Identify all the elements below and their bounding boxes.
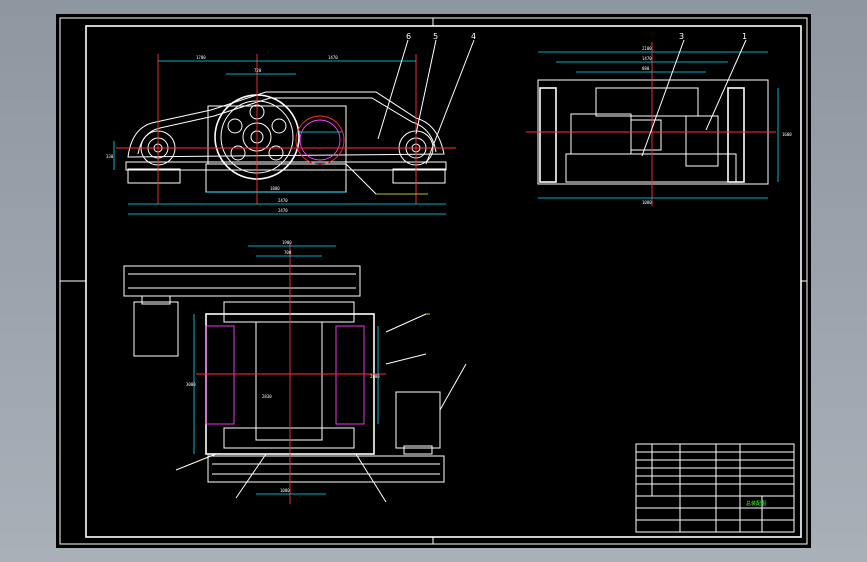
motor-body	[570, 113, 632, 155]
flywheel-hole-4	[230, 145, 246, 161]
plan-dim-f: 2830	[262, 394, 272, 399]
leader-1	[705, 39, 747, 131]
housing-top	[595, 87, 699, 117]
drawing-title: 总装配图	[746, 500, 766, 507]
plan-hopper	[255, 321, 323, 441]
plan-roller-left	[205, 325, 235, 425]
belt-guard-outline	[127, 91, 445, 158]
plan-motor-left	[133, 301, 179, 357]
right-motor-base	[392, 168, 446, 184]
outer-border	[59, 17, 808, 545]
side-dim-c: 880	[642, 66, 650, 71]
plan-dim-e: 1080	[280, 488, 290, 493]
plan-belt-guard-bottom	[207, 455, 445, 483]
balloon-6: 6	[406, 32, 411, 41]
plan-dim-a: 1900	[282, 240, 292, 245]
flywheel-hole-2	[271, 118, 287, 134]
front-dim-1: 1700	[196, 55, 206, 60]
leader-5	[415, 39, 437, 135]
plan-dim-b: 700	[284, 250, 292, 255]
front-dim-4: 2470	[278, 198, 288, 203]
drawing-canvas: 1700 720 1470 2470 2470 1880 330 6 5 4	[59, 17, 808, 545]
leader-6	[377, 39, 409, 140]
side-dim-b: 1470	[642, 56, 652, 61]
bearing-block	[685, 115, 719, 167]
roller-inner	[299, 119, 341, 161]
balloon-5: 5	[433, 32, 438, 41]
callout-leader-1	[385, 313, 427, 333]
drawing-sheet: 1700 720 1470 2470 2470 1880 330 6 5 4	[56, 14, 811, 548]
plan-dim-c: 3000	[186, 382, 196, 387]
motor-endcap	[630, 119, 662, 151]
callout-leader-4	[175, 453, 217, 471]
balloon-1: 1	[742, 32, 747, 41]
callout-leader-5	[235, 453, 267, 499]
leader-4	[425, 39, 475, 165]
base-frame	[125, 161, 447, 171]
side-view: 2100 1470 880 1600 1080 3 1	[526, 32, 792, 206]
balloon-3: 3	[679, 32, 684, 41]
flywheel-hole-5	[227, 118, 243, 134]
plan-belt-guard-top	[123, 265, 361, 297]
balloon-4: 4	[471, 32, 476, 41]
plan-bearing-top	[223, 301, 355, 323]
callout-leader-6	[355, 453, 387, 503]
side-dim-d: 1600	[782, 132, 792, 137]
front-dim-7: 330	[106, 154, 114, 159]
leader-3	[641, 39, 685, 157]
front-dim-6: 1880	[270, 186, 280, 191]
callout-leader-2	[385, 353, 427, 365]
plan-roller-right	[335, 325, 365, 425]
plan-bearing-bottom	[223, 427, 355, 449]
plan-dim-d: 2800	[370, 374, 380, 379]
plan-motor-right	[395, 391, 441, 449]
flywheel-hole-3	[268, 145, 284, 161]
plan-view: 1900 700 3000 2800 1080 2830	[123, 240, 467, 504]
side-dim-e: 1080	[642, 200, 652, 205]
side-base	[565, 153, 737, 183]
plan-motor-left-cap	[141, 295, 171, 305]
crusher-housing	[207, 105, 347, 165]
callout-leader-3	[439, 363, 467, 411]
front-dim-3: 1470	[328, 55, 338, 60]
left-motor-base	[127, 168, 181, 184]
front-dim-2: 720	[254, 68, 262, 73]
title-block-frame	[635, 443, 795, 533]
left-pulley-side	[539, 87, 557, 183]
plan-motor-right-cap	[403, 445, 433, 455]
side-dim-a: 2100	[642, 46, 652, 51]
front-view: 1700 720 1470 2470 2470 1880 330 6 5 4	[106, 32, 476, 215]
title-block: 总装配图	[635, 443, 795, 533]
note-leader	[345, 163, 377, 195]
roller-outer	[295, 115, 345, 165]
front-dim-5: 2470	[278, 208, 288, 213]
